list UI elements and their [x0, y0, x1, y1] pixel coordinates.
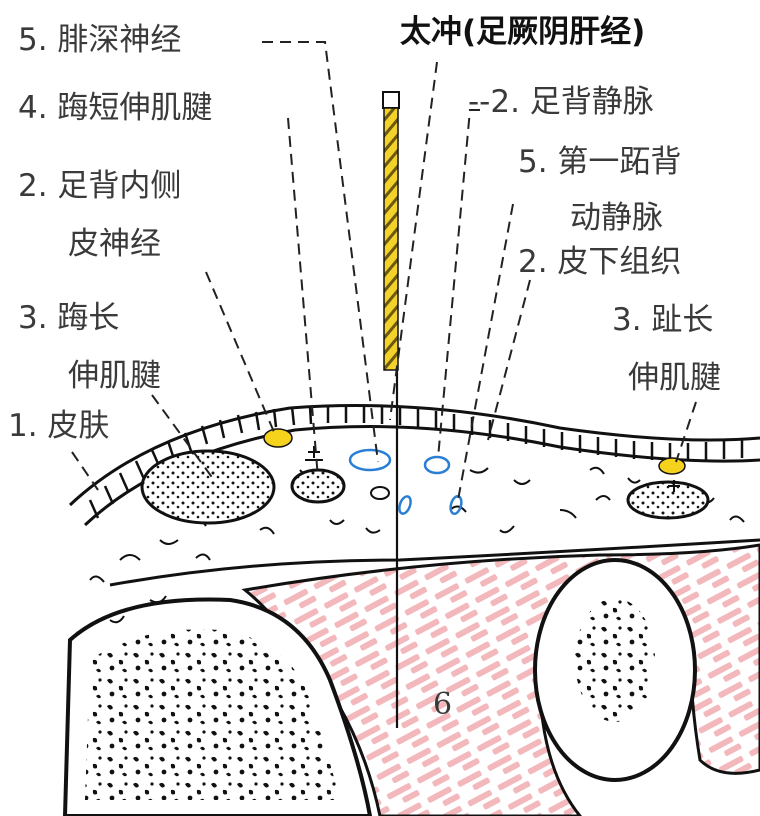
needle-head [383, 92, 399, 108]
deep-peroneal-nerve [371, 487, 389, 499]
lateral-nerve [659, 458, 685, 474]
label-medial-dorsal-cutaneous-a: 2. 足背内侧 [18, 168, 181, 204]
label-medial-dorsal-cutaneous-b: 皮神经 [68, 226, 161, 262]
label-first-dorsal-metatarsal-a: 5. 第一跖背 [518, 144, 681, 180]
label-extensor-digitorum-longus-a: 3. 趾长 [612, 302, 713, 338]
label-taichong-point: 太冲(足厥阴肝经) [400, 14, 645, 50]
label-region-6: 6 [433, 687, 452, 722]
label-extensor-hallucis-longus-b: 伸肌腱 [68, 358, 161, 394]
label-first-dorsal-metatarsal-b: 动静脉 [570, 200, 663, 236]
right-bone-marrow [575, 598, 655, 722]
medial-dorsal-cutaneous-nerve [264, 429, 292, 447]
extensor-hallucis-longus-tendon [142, 451, 274, 523]
label-extensor-digitorum-longus-b: 伸肌腱 [628, 360, 721, 396]
label-extensor-hallucis-brevis: 4. 踇短伸肌腱 [18, 90, 212, 126]
extensor-hallucis-brevis-tendon [292, 470, 344, 502]
label-dorsal-vein: --2. 足背静脉 [468, 84, 654, 120]
label-extensor-hallucis-longus-a: 3. 踇长 [18, 300, 119, 336]
label-skin: 1. 皮肤 [8, 408, 109, 444]
label-subcutaneous-tissue: 2. 皮下组织 [518, 244, 681, 280]
label-deep-peroneal-nerve: 5. 腓深神经 [18, 22, 181, 58]
needle-handle [384, 108, 398, 370]
extensor-digitorum-longus-tendon [628, 482, 708, 518]
